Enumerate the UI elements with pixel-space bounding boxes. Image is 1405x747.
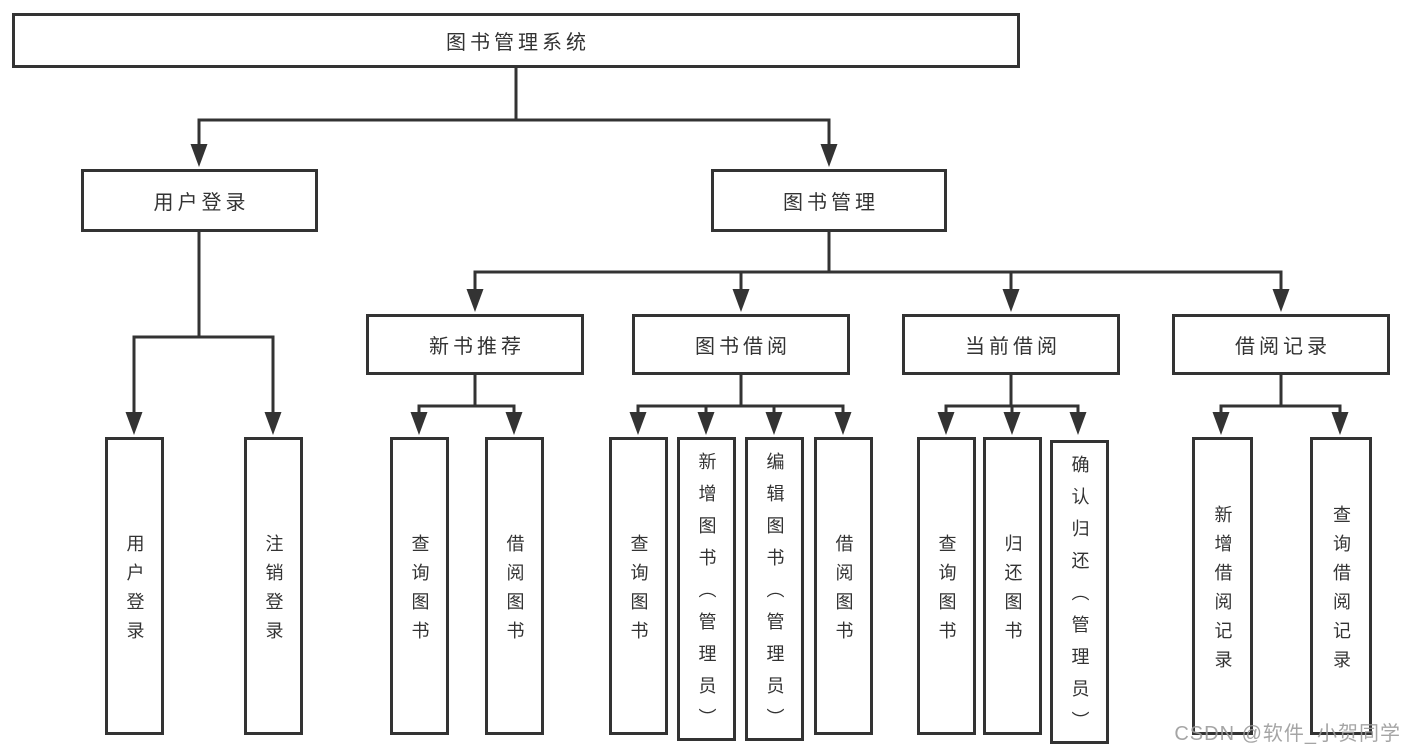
node-label: 图书管理系统 xyxy=(446,32,590,54)
leaf-label: 借阅图书 xyxy=(504,533,525,650)
leaf-label: 查询借阅记录 xyxy=(1331,504,1351,679)
leaf-label: 编辑图书（管理员） xyxy=(764,452,785,740)
node-borrow-record: 借阅记录 xyxy=(1172,314,1390,375)
leaf-borrow-book-recommend: 借阅图书 xyxy=(485,437,544,735)
leaf-borrow-book: 借阅图书 xyxy=(814,437,873,735)
leaf-label: 注销登录 xyxy=(263,533,284,650)
node-user-login: 用户登录 xyxy=(81,169,318,232)
leaf-edit-book-admin: 编辑图书（管理员） xyxy=(745,437,804,741)
node-current-borrow: 当前借阅 xyxy=(902,314,1120,375)
node-label: 图书管理 xyxy=(783,192,879,214)
leaf-query-book-recommend: 查询图书 xyxy=(390,437,449,735)
leaf-label: 查询图书 xyxy=(628,533,649,650)
leaf-label: 新增图书（管理员） xyxy=(696,452,717,740)
leaf-add-borrow-record: 新增借阅记录 xyxy=(1192,437,1253,735)
leaf-label: 查询图书 xyxy=(936,533,957,650)
node-library-system: 图书管理系统 xyxy=(12,13,1020,68)
leaf-label: 新增借阅记录 xyxy=(1212,504,1233,679)
leaf-label: 借阅图书 xyxy=(833,533,854,650)
watermark: CSDN @软件_小贺同学 xyxy=(1174,723,1401,745)
leaf-query-book-borrow: 查询图书 xyxy=(609,437,668,735)
leaf-query-book-current: 查询图书 xyxy=(917,437,976,735)
node-book-management: 图书管理 xyxy=(711,169,947,232)
leaf-label: 用户登录 xyxy=(124,533,145,650)
node-new-book-recommend: 新书推荐 xyxy=(366,314,584,375)
leaf-logout: 注销登录 xyxy=(244,437,303,735)
node-label: 图书借阅 xyxy=(695,336,791,358)
leaf-label: 确认归还（管理员） xyxy=(1069,455,1090,743)
node-label: 借阅记录 xyxy=(1235,336,1331,358)
node-label: 当前借阅 xyxy=(965,336,1061,358)
node-label: 新书推荐 xyxy=(429,336,525,358)
leaf-query-borrow-record: 查询借阅记录 xyxy=(1310,437,1372,735)
leaf-return-book: 归还图书 xyxy=(983,437,1042,735)
node-book-borrow: 图书借阅 xyxy=(632,314,850,375)
leaf-label: 归还图书 xyxy=(1002,533,1023,650)
leaf-user-login: 用户登录 xyxy=(105,437,164,735)
leaf-label: 查询图书 xyxy=(409,533,430,650)
node-label: 用户登录 xyxy=(153,192,250,214)
leaf-add-book-admin: 新增图书（管理员） xyxy=(677,437,736,741)
leaf-confirm-return-admin: 确认归还（管理员） xyxy=(1050,440,1109,744)
